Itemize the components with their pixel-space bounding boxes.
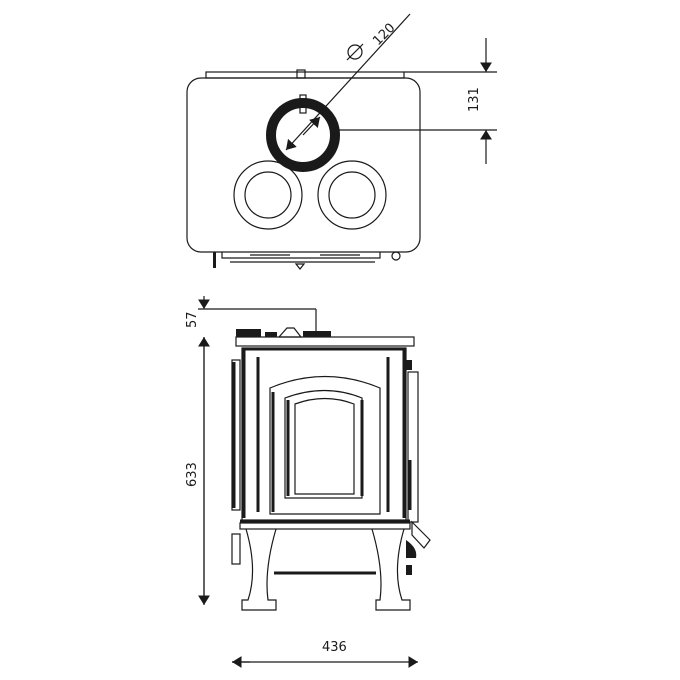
flue-offset-label: 131 bbox=[467, 87, 482, 112]
burner-right bbox=[317, 160, 387, 230]
height-label: 633 bbox=[185, 462, 200, 487]
leg-left bbox=[241, 528, 277, 611]
top-view: 120 131 bbox=[186, 13, 497, 270]
flue-diameter-label: 120 bbox=[370, 21, 398, 49]
door-glass bbox=[294, 397, 355, 495]
stove-top bbox=[235, 336, 415, 347]
burner-left bbox=[233, 160, 303, 230]
width-label: 436 bbox=[322, 640, 347, 655]
flue-collar bbox=[266, 98, 340, 172]
front-view: 57 633 436 bbox=[185, 296, 431, 668]
leg-right bbox=[371, 528, 411, 611]
top-plate bbox=[186, 77, 421, 253]
diameter-symbol-icon bbox=[347, 44, 363, 60]
top-to-flue-label: 57 bbox=[185, 311, 200, 328]
door bbox=[269, 375, 381, 515]
ash-handle bbox=[411, 520, 431, 549]
